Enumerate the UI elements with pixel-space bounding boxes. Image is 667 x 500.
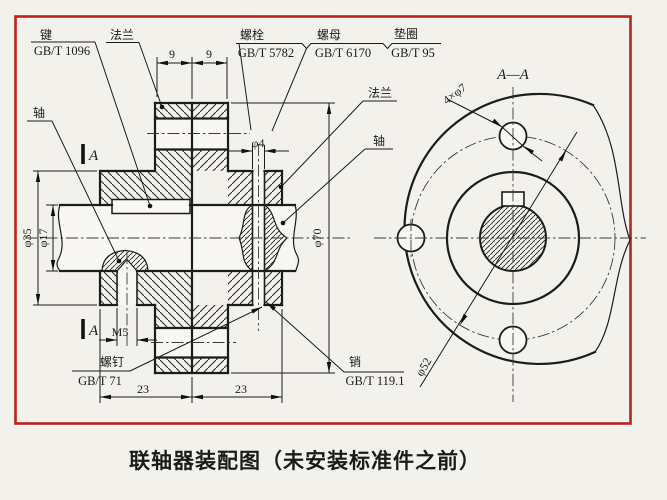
label-flange-right: 法兰 (368, 86, 392, 100)
dim-23-left: 23 (137, 382, 149, 396)
centerlines (25, 133, 350, 348)
dim-23-right: 23 (235, 382, 247, 396)
label-pin-std: GB/T 119.1 (345, 374, 404, 388)
dim-flange-dia: φ70 (310, 229, 324, 248)
dimension-arrows (35, 60, 566, 400)
label-pin: 销 (349, 355, 361, 369)
dim-9-right: 9 (206, 47, 212, 61)
dim-screw-thread: M5 (112, 325, 129, 339)
part-callouts: 键 GB/T 1096 法兰 螺栓 GB/T 5782 螺母 GB/T 6170… (27, 26, 441, 388)
section-marks: A A A—A (81, 67, 530, 339)
label-screw-std: GB/T 71 (78, 374, 122, 388)
label-washer-std: GB/T 95 (391, 46, 435, 60)
screw-hole-cone (117, 259, 137, 271)
label-nut-std: GB/T 6170 (315, 46, 371, 60)
label-nut: 螺母 (317, 28, 341, 42)
label-flange-left: 法兰 (110, 28, 134, 42)
dim-pin-hole: φ4 (252, 136, 265, 150)
dim-9-left: 9 (169, 47, 175, 61)
main-section-view (25, 101, 350, 375)
label-washer: 垫圈 (394, 26, 418, 41)
main-view-outline (58, 101, 297, 375)
label-bolt: 螺栓 (240, 27, 264, 42)
shaft-local-section-screw (102, 250, 148, 271)
dim-shaft-dia: φ17 (36, 229, 50, 248)
flange-break-line (592, 104, 631, 353)
section-mark-top: A (88, 148, 99, 164)
section-title: A—A (496, 67, 530, 83)
leader-dots (116, 104, 286, 264)
red-frame (14, 15, 632, 425)
label-key: 键 (40, 28, 52, 42)
section-mark-bottom: A (88, 323, 99, 339)
label-shaft-left: 轴 (33, 105, 45, 120)
label-bolt-std: GB/T 5782 (238, 46, 294, 60)
drawing-caption: 联轴器装配图（未安装标准件之前） (129, 449, 481, 473)
aa-centerlines (374, 87, 646, 402)
dim-hub-dia: φ35 (20, 229, 34, 248)
label-key-std: GB/T 1096 (34, 44, 90, 58)
leader-lines (27, 41, 441, 373)
label-screw: 螺钉 (100, 355, 124, 369)
label-shaft-right: 轴 (373, 133, 385, 148)
section-aa-view (374, 87, 646, 402)
